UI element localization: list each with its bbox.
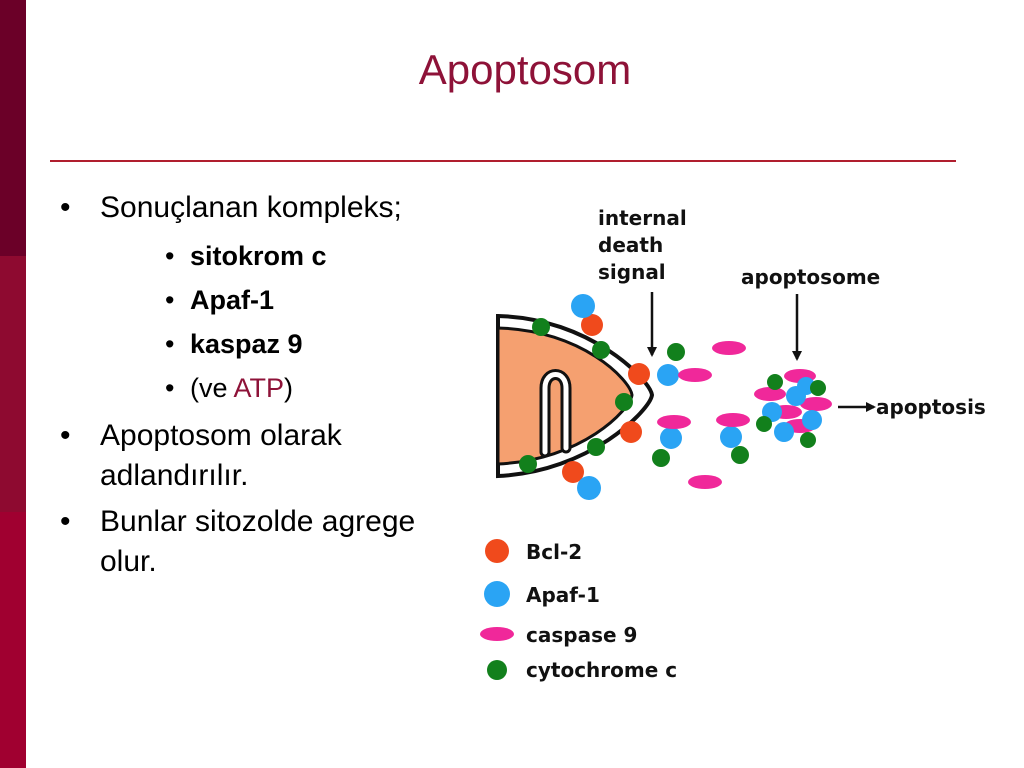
cytochrome-particle (667, 343, 685, 361)
sub-bullet-atp: • (ve ATP) (60, 366, 480, 410)
cytochrome-particle (731, 446, 749, 464)
side-bar-segment-bottom (0, 512, 26, 768)
legend-caspase9-swatch (480, 627, 514, 641)
apaf1-particle (720, 426, 742, 448)
atp-highlight: ATP (233, 373, 285, 403)
label-death: death (598, 233, 663, 257)
cluster-apaf1 (802, 410, 822, 430)
sub-bullet-dot: • (165, 373, 175, 403)
title-divider (50, 160, 956, 162)
sub-bullet-text: kaspaz 9 (190, 329, 303, 359)
legend-bcl2-label: Bcl-2 (526, 540, 582, 564)
atp-suffix: ) (284, 373, 294, 403)
cluster-cytochrome (756, 416, 772, 432)
bullet-item-aggregate: • Bunlar sitozolde agrege olur. (60, 502, 480, 582)
apaf1-particle (657, 364, 679, 386)
sub-bullet-apaf: • Apaf-1 (60, 278, 480, 322)
label-apoptosis: apoptosis (876, 395, 986, 419)
bullet-text: Sonuçlanan kompleks; (100, 191, 402, 224)
apaf1-particle (571, 294, 595, 318)
bcl2-particle (562, 461, 584, 483)
mitochondrion (496, 313, 655, 479)
sub-bullet-caspase: • kaspaz 9 (60, 322, 480, 366)
bullet-dot: • (60, 419, 71, 452)
atp-prefix: (ve (190, 373, 234, 403)
side-accent-bar (0, 0, 26, 768)
cytochrome-particle (587, 438, 605, 456)
bcl2-particle (620, 421, 642, 443)
sub-bullet-cytochrome: • sitokrom c (60, 234, 480, 278)
cluster-cytochrome (767, 374, 783, 390)
bcl2-particle (628, 363, 650, 385)
apoptosome-cluster (754, 369, 832, 448)
cytochrome-particle (532, 318, 550, 336)
legend-caspase9-label: caspase 9 (526, 623, 637, 647)
cytochrome-particle (519, 455, 537, 473)
bullet-list: • Sonuçlanan kompleks; • sitokrom c • Ap… (60, 188, 480, 588)
sub-bullet-text: Apaf-1 (190, 285, 275, 315)
legend-cytochrome-label: cytochrome c (526, 658, 677, 682)
bullet-item-named: • Apoptosom olarak adlandırılır. (60, 416, 480, 496)
legend-apaf1-label: Apaf-1 (526, 583, 600, 607)
bullet-text-line2: olur. (100, 545, 157, 578)
bullet-dot: • (60, 191, 71, 224)
side-bar-segment-middle (0, 256, 26, 512)
sub-bullet-dot: • (165, 285, 175, 315)
caspase9-particle (657, 415, 691, 429)
bullet-text-line2: adlandırılır. (100, 459, 249, 492)
label-internal: internal (598, 206, 687, 230)
bcl2-particle (581, 314, 603, 336)
legend: Bcl-2 Apaf-1 caspase 9 cytochrome c (480, 539, 677, 682)
legend-cytochrome-swatch (487, 660, 507, 680)
cytochrome-particle (652, 449, 670, 467)
apaf1-particle (577, 476, 601, 500)
caspase9-particle (678, 368, 712, 382)
label-apoptosome: apoptosome (741, 265, 880, 289)
caspase9-particle (712, 341, 746, 355)
bullet-item-complex: • Sonuçlanan kompleks; (60, 188, 480, 228)
bullet-text-line1: Bunlar sitozolde agrege (100, 505, 416, 538)
caspase9-particle (688, 475, 722, 489)
cluster-caspase9 (800, 397, 832, 411)
particles (519, 294, 750, 500)
sub-bullet-text: sitokrom c (190, 241, 327, 271)
cytochrome-particle (615, 393, 633, 411)
label-signal: signal (598, 260, 666, 284)
sub-bullet-dot: • (165, 241, 175, 271)
apaf1-particle (660, 427, 682, 449)
cluster-caspase9 (754, 387, 786, 401)
caspase9-particle (716, 413, 750, 427)
slide-title: Apoptosom (418, 46, 632, 93)
side-bar-segment-top (0, 0, 26, 256)
cluster-cytochrome (800, 432, 816, 448)
sub-bullet-dot: • (165, 329, 175, 359)
cluster-apaf1 (774, 422, 794, 442)
mitochondrion-crista (542, 372, 569, 455)
cluster-cytochrome (810, 380, 826, 396)
bullet-text-line1: Apoptosom olarak (100, 419, 342, 452)
legend-bcl2-swatch (485, 539, 509, 563)
cytochrome-particle (592, 341, 610, 359)
legend-apaf1-swatch (484, 581, 510, 607)
bullet-dot: • (60, 505, 71, 538)
